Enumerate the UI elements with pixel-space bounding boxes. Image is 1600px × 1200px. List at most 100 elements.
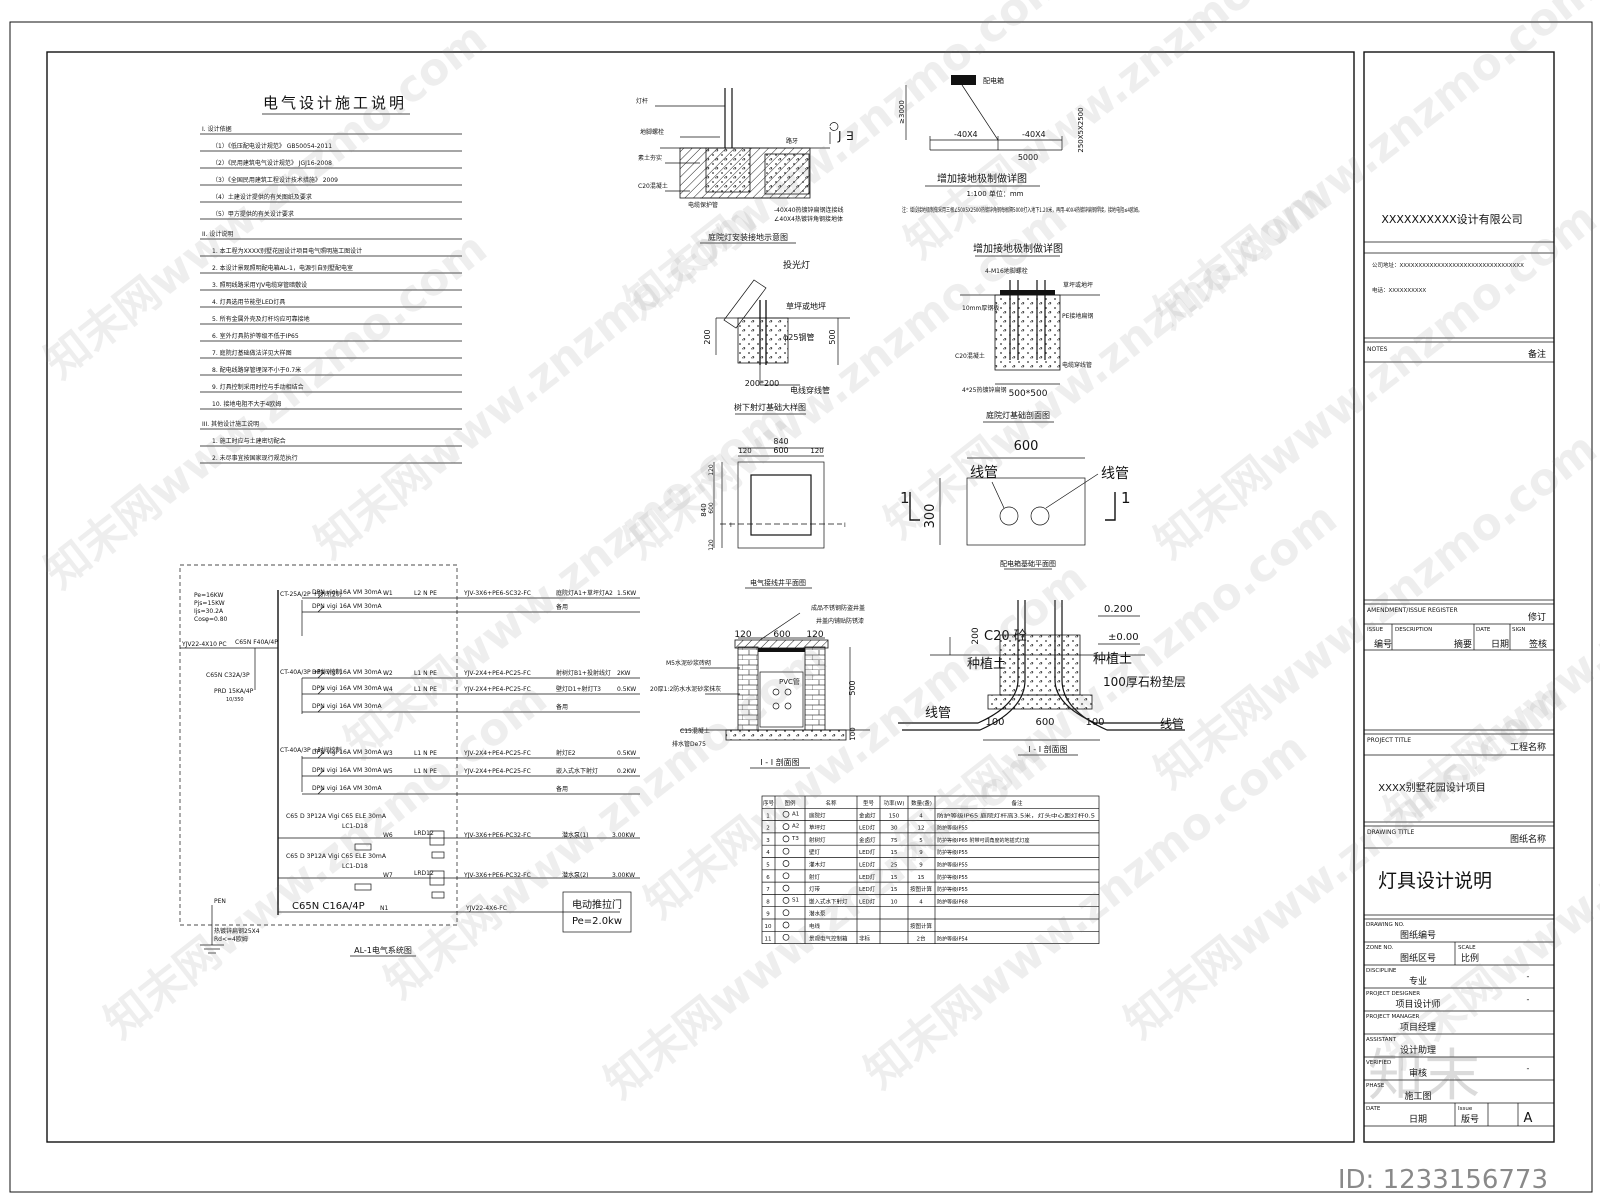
pipe-dim: 600 [1014, 439, 1039, 454]
pump-contactor: LC1-D18 [342, 823, 368, 830]
notes-line: 5. 所有金属外壳及灯杆均应可靠接地 [212, 315, 310, 323]
pit-section-title: I - I 剖面图 [760, 757, 799, 767]
contactor-label: CT-25A/2P +时间控制 [280, 590, 342, 598]
ground-title-2: 增加接地极制做详图 [973, 242, 1063, 255]
tb-row-en: DRAWING NO. [1366, 922, 1405, 928]
pump-cable: YJV-3X6+PE6-PC32-FC [463, 832, 531, 839]
amend-col-en: ISSUE [1367, 627, 1384, 633]
row-phase: L1 N PE [414, 686, 437, 693]
legend-symbol-icon [782, 884, 790, 892]
title-block: XXXXXXXXXX设计有限公司 公司地址：XXXXXXXXXXXXXXXXXX… [1364, 212, 1554, 1127]
tb-row-cn2: 比例 [1461, 952, 1479, 964]
pit-dim: 120 [738, 447, 751, 455]
pump-load: 潜水泵(1) [562, 831, 589, 839]
row-power: 0.2KW [617, 768, 636, 775]
pit-cut: I [730, 522, 732, 529]
lamp-base-label: 4-M16地脚螺栓 [985, 267, 1028, 275]
lamp-label: 路牙 [786, 137, 798, 145]
legend-symbol-icon [782, 897, 790, 904]
pit-dim: 840 [773, 437, 788, 446]
pit-dim: 120 [708, 539, 715, 551]
pump-cable: YJV-3X6+PE6-PC32-FC [463, 872, 531, 879]
circuit-title: AL-1电气系统图 [354, 945, 412, 955]
pump-relay: LRD12 [414, 870, 434, 877]
pit-sec-dim: 120 [734, 630, 751, 640]
ground-dim-strip1: -40X4 [954, 130, 978, 139]
pit-cut: I [844, 522, 846, 529]
base-sec-label: 种植土 [967, 657, 1006, 672]
tb-row-val: A [1524, 1111, 1533, 1126]
amend-col-cn: 日期 [1491, 639, 1509, 650]
legend-name: 壁灯 [809, 848, 821, 856]
legend-sym: T3 [791, 836, 799, 842]
legend-header: 功率(W) [884, 799, 905, 807]
design-notes: 电气设计施工说明 I. 设计依据（1）《低压配电设计规范》 GB50054-20… [200, 94, 462, 464]
legend-name: 景观电气控制箱 [809, 934, 848, 942]
circuit-param: Ijs=30.2A [194, 608, 224, 615]
pipe-label: 线管 [1101, 466, 1129, 482]
company-phone: 电话：XXXXXXXXXX [1372, 286, 1426, 294]
pit-sec-dim: 500 [848, 680, 857, 695]
row-load: 备用 [556, 785, 568, 793]
spd-device: PRD 15KA/4P [214, 688, 254, 695]
legend-qty: 按图计算 [910, 922, 933, 930]
watermarks: 知末网www.znzmo.com知末网www.znzmo.com知末网www.z… [35, 0, 1600, 1109]
spot-dim: 200 [703, 329, 712, 344]
legend-qty: 2台 [917, 934, 926, 942]
legend-type: LED灯 [859, 861, 876, 869]
pump-relay: LRD12 [414, 830, 434, 837]
pit-dim: 840 [700, 503, 708, 516]
amend-cn: 修订 [1528, 611, 1546, 623]
row-circuit-no: W5 [383, 768, 393, 775]
lamp-base-label: 草坪或地坪 [1063, 281, 1093, 289]
base-sec-dim: 100 [1085, 717, 1104, 728]
legend-symbol-icon [782, 847, 790, 855]
legend-type: LED灯 [859, 885, 876, 893]
legend-symbol-icon [782, 835, 790, 843]
spot-label: 电线穿线管 [790, 385, 830, 395]
base-sec-label: 种植土 [1093, 652, 1132, 667]
legend-qty: 15 [918, 875, 925, 881]
tb-row-en: PROJECT MANAGER [1366, 1014, 1420, 1020]
door-breaker: C65N C16A/4P [292, 901, 365, 912]
pit-dim: 600 [708, 502, 715, 514]
company-name: XXXXXXXXXX设计有限公司 [1381, 212, 1522, 226]
tb-row-en: PROJECT DESIGNER [1366, 991, 1420, 997]
spot-label: φ25钢管 [783, 332, 814, 342]
notes-line: II. 设计说明 [202, 230, 233, 238]
ground-note: 注：增设接地极制做采用三根∠50X5X2500热镀锌角钢每根隔5000打入地下1… [902, 206, 1142, 214]
contactor-label: CT-40A/3P +时间控制 [280, 746, 342, 754]
tb-row-en: ASSISTANT [1366, 1037, 1397, 1043]
ground-strip: 热镀锌扁钢25X4 [214, 927, 260, 935]
project-cn: 工程名称 [1510, 741, 1546, 753]
row-load: 备用 [556, 703, 568, 711]
lamp-base-title: 庭院灯基础剖面图 [986, 410, 1050, 420]
row-breaker: DPN vigi 16A VM 30mA [312, 767, 383, 774]
pump-breaker: C65 D 3P12A Vigi C65 ELE 30mA [286, 813, 387, 820]
row-power: 1.5KW [617, 590, 636, 597]
base-sec-dim: 100 [985, 717, 1004, 728]
spot-title: 树下射灯基础大样图 [734, 402, 806, 412]
amend-col-en: SIGN [1512, 627, 1526, 633]
tb-row-cn: 项目设计师 [1395, 998, 1440, 1010]
door-box-power: Pe=2.0kw [572, 916, 622, 927]
drawing-cn: 图纸名称 [1510, 833, 1546, 845]
legend-note: 防护等级IP68 [937, 898, 968, 905]
legend-header: 备注 [1011, 799, 1023, 807]
distribution-box [951, 75, 976, 85]
legend-no: 3 [766, 838, 770, 844]
pipe-dim: 300 [923, 504, 938, 529]
pit-sec-dim: 120 [806, 630, 823, 640]
tb-row-en: DATE [1366, 1106, 1381, 1112]
notes-line: 2. 未尽事宜按国家现行规范执行 [212, 454, 298, 462]
outer-frame [9, 21, 1593, 1193]
